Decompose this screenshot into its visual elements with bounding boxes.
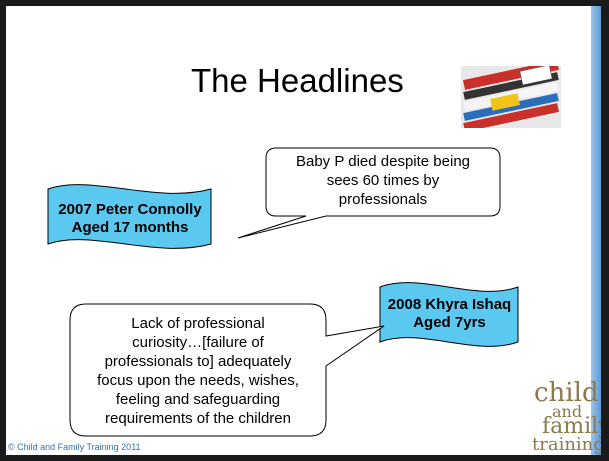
- child-and-family-training-logo: child and family training: [526, 378, 601, 455]
- slide-title: The Headlines: [191, 62, 404, 99]
- callout-2-line: feeling and safeguarding: [115, 391, 281, 408]
- flag-1-text: 2007 Peter Connolly Aged 17 months: [50, 201, 210, 237]
- flag-1-shape: [47, 184, 212, 249]
- flag-2-line: Aged 7yrs: [413, 314, 486, 331]
- logo-word: and: [552, 402, 583, 421]
- callout-1-text: Baby P died despite being sees 60 times …: [268, 152, 498, 209]
- logo-word: family: [542, 414, 601, 439]
- callout-2-line: requirements of the children: [105, 410, 291, 427]
- flag-2-text: 2008 Khyra Ishaq Aged 7yrs: [382, 296, 517, 332]
- callout-1-line: sees 60 times by: [326, 172, 440, 189]
- callout-2-line: Lack of professional: [131, 315, 265, 332]
- callout-2-shape: [69, 303, 385, 437]
- newspapers-icon: [461, 66, 561, 128]
- callout-2-line: focus upon the needs, wishes,: [97, 372, 299, 389]
- flag-2-line: 2008 Khyra Ishaq: [387, 296, 512, 313]
- callout-1-shape: [237, 147, 501, 239]
- flag-1-line: Aged 17 months: [71, 219, 189, 236]
- callout-2-line: curiosity…[failure of: [132, 334, 264, 351]
- flag-2-shape: [379, 282, 519, 347]
- callout-1-line: Baby P died despite being: [295, 153, 471, 170]
- flag-1-line: 2007 Peter Connolly: [58, 201, 202, 218]
- shapes-layer: [47, 147, 519, 437]
- right-border-strip: [591, 6, 601, 455]
- callout-2-text: Lack of professional curiosity…[failure …: [72, 314, 324, 428]
- logo-word: training: [532, 434, 601, 455]
- callout-1-line: professionals: [338, 191, 428, 208]
- footer-copyright: © Child and Family Training 2011: [8, 442, 141, 452]
- callout-2-line: professionals to] adequately: [104, 353, 292, 370]
- logo-word: child: [534, 378, 599, 408]
- slide: The Headlines Baby P died despite being …: [6, 6, 601, 455]
